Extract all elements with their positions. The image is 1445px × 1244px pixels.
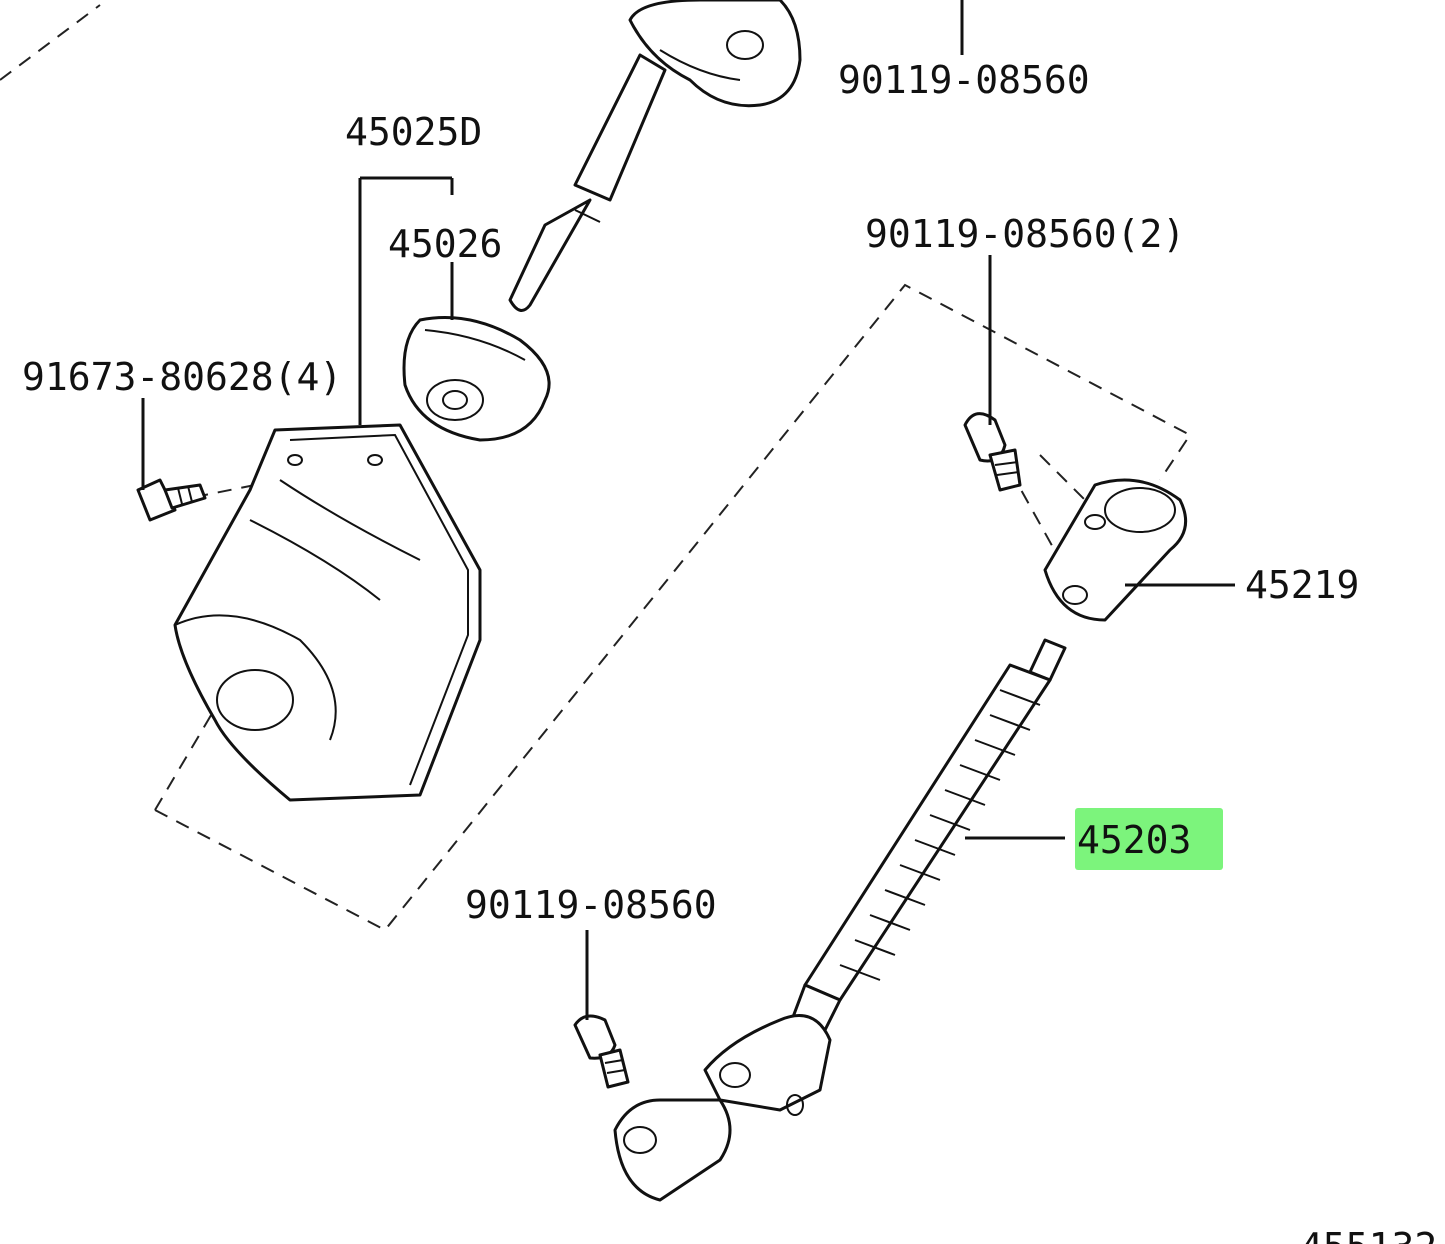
boot-cover-part <box>173 423 482 802</box>
bolt-lower-part <box>573 1014 630 1089</box>
label-corner-code: 455132 <box>1300 1225 1437 1244</box>
intermediate-shaft-part <box>613 638 1067 1202</box>
label-90119-08560-top: 90119-08560 <box>838 58 1090 102</box>
highlight-box-45203 <box>1075 808 1223 870</box>
dashed-outlines <box>0 4 1192 932</box>
label-45025d: 45025D <box>345 110 482 154</box>
upper-steering-shaft <box>508 0 802 312</box>
bolt-91673-part <box>136 478 207 522</box>
leader-lines <box>141 0 1235 1020</box>
label-45026: 45026 <box>388 222 502 266</box>
label-91673-80628-4: 91673-80628(4) <box>22 355 342 399</box>
label-45203: 45203 <box>1077 818 1191 862</box>
bolt-upper-right-part <box>963 412 1022 492</box>
label-90119-08560-2: 90119-08560(2) <box>865 212 1185 256</box>
dust-seal-part <box>402 316 551 442</box>
label-90119-08560-bottom: 90119-08560 <box>465 883 717 927</box>
label-45219: 45219 <box>1245 563 1359 607</box>
yoke-part <box>1043 478 1188 622</box>
